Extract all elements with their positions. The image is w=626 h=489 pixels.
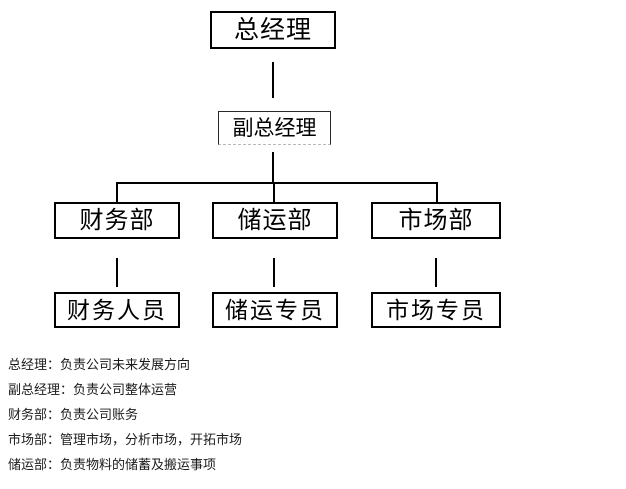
connector-ceo-to-deputy <box>272 62 274 98</box>
legend-line-ceo: 总经理：负责公司未来发展方向 <box>8 357 191 372</box>
legend-line-deputy: 副总经理：负责公司整体运营 <box>8 382 178 397</box>
org-node-finance-dept[interactable]: 财务部 <box>54 202 180 239</box>
connector-bus-to-finance-dept <box>116 183 118 203</box>
connector-bus-to-logistics-dept <box>273 183 275 203</box>
legend-line-finance: 财务部：负责公司账务 <box>8 407 139 422</box>
org-node-ceo[interactable]: 总经理 <box>210 11 336 49</box>
connector-finance-dept-to-staff <box>116 258 118 287</box>
org-node-logistics-staff[interactable]: 储运专员 <box>212 292 338 328</box>
org-node-deputy-general-manager[interactable]: 副总经理 <box>218 111 331 145</box>
org-node-finance-staff[interactable]: 财务人员 <box>54 292 180 328</box>
connector-bus-horizontal <box>116 182 438 184</box>
responsibilities-legend: 总经理：负责公司未来发展方向 副总经理：负责公司整体运营 财务部：负责公司账务 … <box>8 352 608 477</box>
org-node-marketing-staff[interactable]: 市场专员 <box>371 292 501 328</box>
connector-logistics-dept-to-staff <box>273 258 275 287</box>
org-chart: 总经理 副总经理 财务部 储运部 市场部 财务人员 储运专员 市场专员 <box>54 11 501 328</box>
legend-line-logistics: 储运部：负责物料的储蓄及搬运事项 <box>8 457 217 472</box>
org-node-marketing-dept[interactable]: 市场部 <box>371 202 501 239</box>
connector-deputy-to-bus <box>272 152 274 183</box>
legend-line-marketing: 市场部：管理市场，分析市场，开拓市场 <box>8 432 243 447</box>
connector-bus-to-marketing-dept <box>436 183 438 203</box>
org-node-logistics-dept[interactable]: 储运部 <box>212 202 338 239</box>
connector-marketing-dept-to-staff <box>435 258 437 287</box>
